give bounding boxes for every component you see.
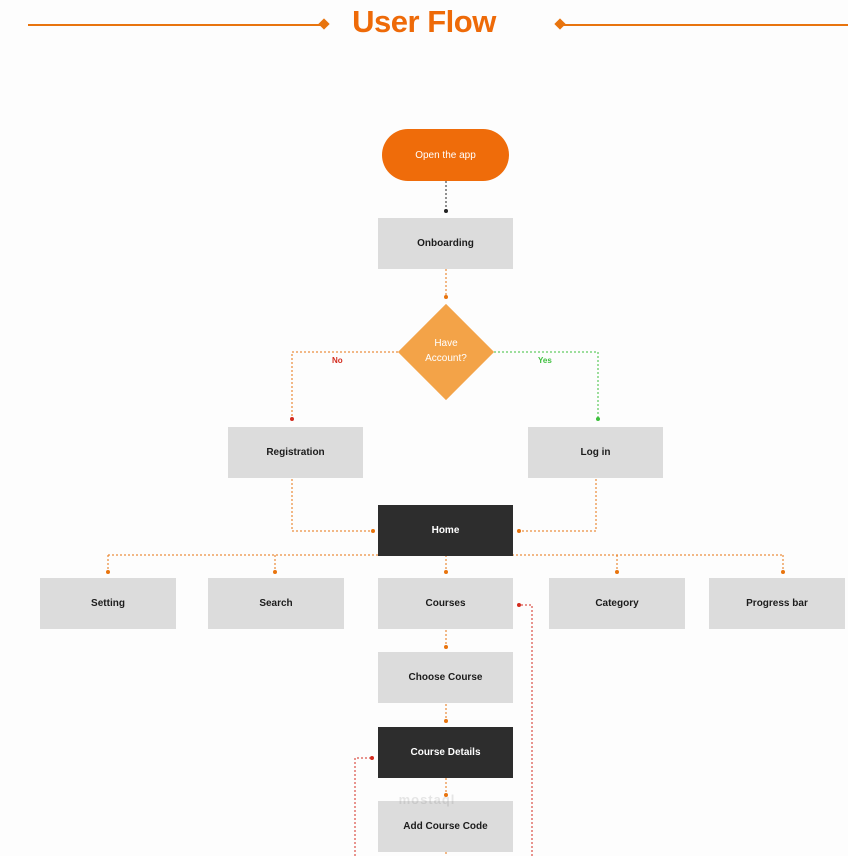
course-details-node: Course Details [378, 727, 513, 778]
arrow-dot-choose [444, 645, 448, 649]
arrow-dot-setting [106, 570, 110, 574]
onboarding-node: Onboarding [378, 218, 513, 269]
arrow-dot-home-left [371, 529, 375, 533]
header-line-left [28, 24, 322, 26]
connector-yes-branch [494, 351, 599, 418]
arrow-dot-details [444, 719, 448, 723]
arrow-dot-courses [444, 570, 448, 574]
start-node: Open the app [382, 129, 509, 181]
arrow-dot-registration [290, 417, 294, 421]
courses-node: Courses [378, 578, 513, 629]
arrow-dot-decision [444, 295, 448, 299]
branch-yes-label: Yes [538, 356, 552, 365]
arrow-dot-category [615, 570, 619, 574]
registration-node: Registration [228, 427, 363, 478]
arrow-dot-loop-courses [517, 603, 521, 607]
page-title: User Flow [352, 4, 496, 39]
login-node: Log in [528, 427, 663, 478]
setting-node: Setting [40, 578, 176, 629]
connector-loop-details [354, 757, 372, 856]
home-node: Home [378, 505, 513, 556]
watermark: mostaql [398, 792, 456, 807]
connector-loop-courses [519, 604, 533, 856]
arrow-dot-onboarding [444, 209, 448, 213]
header-line-right [562, 24, 848, 26]
add-course-code-node: Add Course Code [378, 801, 513, 852]
decision-label-line2: Account? [425, 353, 467, 364]
arrow-dot-home-right [517, 529, 521, 533]
connector-registration-home [291, 479, 372, 532]
progress-bar-node: Progress bar [709, 578, 845, 629]
arrow-dot-login [596, 417, 600, 421]
decision-label-line1: Have [434, 338, 458, 349]
connector-no-branch [291, 351, 398, 418]
arrow-dot-addcode [444, 793, 448, 797]
connector-login-home [519, 479, 597, 532]
branch-no-label: No [332, 356, 343, 365]
arrow-dot-loop-details [370, 756, 374, 760]
category-node: Category [549, 578, 685, 629]
choose-course-node: Choose Course [378, 652, 513, 703]
search-node: Search [208, 578, 344, 629]
arrow-dot-progress [781, 570, 785, 574]
arrow-dot-search [273, 570, 277, 574]
decision-label: Have Account? [406, 336, 486, 366]
